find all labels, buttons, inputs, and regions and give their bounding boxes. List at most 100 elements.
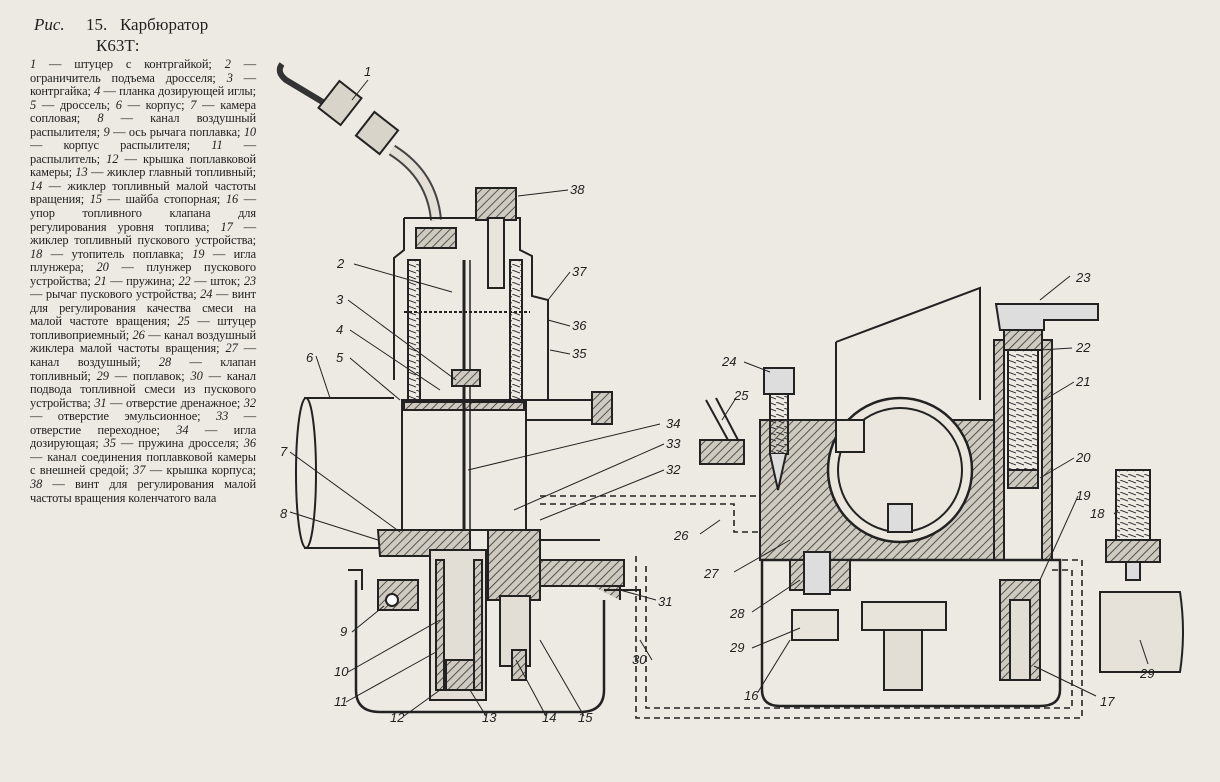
legend-item-text: жиклер главный топливный; <box>106 165 256 180</box>
legend-item-text: шайба стопорная; <box>125 192 221 207</box>
callout-14: 14 <box>542 710 556 725</box>
callout-21: 21 <box>1075 374 1090 389</box>
callout-27: 27 <box>703 566 719 581</box>
legend-item-text: канал воздушный жиклера малой частоты вр… <box>30 327 256 356</box>
caption-prefix: Рис. <box>34 15 65 34</box>
legend-item-text: игла плунжера; <box>30 246 256 275</box>
parts-legend: 1 — штуцер с контргайкой; 2 — ограничите… <box>30 57 257 505</box>
legend-item-text: рычаг пускового устройства; <box>45 287 197 302</box>
legend-item-text: штуцер с контргайкой; <box>74 57 212 71</box>
legend-item-number: 14 <box>30 178 43 193</box>
callout-10: 10 <box>334 664 349 679</box>
callout-33: 33 <box>666 436 681 451</box>
callout-16: 16 <box>744 688 759 703</box>
legend-item-text: жиклер топливный малой частоты вращения; <box>30 178 256 207</box>
legend-item-number: 27 <box>225 341 238 356</box>
legend-item-number: 11 <box>211 138 223 153</box>
callout-26: 26 <box>673 528 689 543</box>
caption-number: 15. <box>85 15 108 34</box>
callout-2: 2 <box>336 256 345 271</box>
caption-title: Карбюратор <box>119 15 209 34</box>
legend-item-number: 19 <box>192 246 205 261</box>
legend-item-number: 15 <box>89 192 102 207</box>
callout-23: 23 <box>1075 270 1091 285</box>
legend-item-number: 7 <box>190 97 197 112</box>
legend-item-text: контргайка; <box>30 84 91 99</box>
legend-item-text: пружина; <box>126 273 175 288</box>
legend-item-text: планка дозирующей иглы; <box>119 84 256 99</box>
callout-36: 36 <box>572 318 587 333</box>
callout-6: 6 <box>306 350 314 365</box>
callout-19: 19 <box>1076 488 1090 503</box>
legend-item-number: 23 <box>243 273 257 288</box>
legend-item-text: жиклер топливный пускового устройства; <box>30 233 256 248</box>
callout-17: 17 <box>1100 694 1115 709</box>
legend-item-text: ограничитель подъема дросселя; <box>30 70 216 85</box>
legend-item-number: 8 <box>97 111 104 126</box>
legend-item-number: 5 <box>30 97 37 112</box>
legend-item-number: 4 <box>94 84 101 99</box>
callout-29-float: 29 <box>1139 666 1154 681</box>
legend-item-text: распылитель; <box>30 151 100 166</box>
legend-item-text: поплавок; <box>132 368 185 383</box>
legend-item-text: дроссель; <box>59 97 110 112</box>
leader-lines <box>289 79 1149 717</box>
legend-item-number: 33 <box>216 409 229 424</box>
legend-item-text: канал воздушный распылителя; <box>30 111 256 139</box>
legend-item-number: 26 <box>132 327 145 342</box>
legend-item-number: 2 <box>224 57 231 71</box>
callout-38: 38 <box>570 182 585 197</box>
legend-item-number: 36 <box>243 436 256 451</box>
legend-item-number: 1 <box>30 57 37 71</box>
callout-24: 24 <box>721 354 736 369</box>
legend-item-number: 6 <box>115 97 122 112</box>
legend-item-text: упор топливного клапана для регулировани… <box>30 206 256 234</box>
legend-item-number: 21 <box>94 273 107 288</box>
callout-7: 7 <box>280 444 288 459</box>
callout-29: 29 <box>729 640 744 655</box>
legend-item-text: клапан топливный; <box>30 355 256 383</box>
callout-25: 25 <box>733 388 749 403</box>
figure-caption: Рис. 15. Карбюратор <box>34 14 264 35</box>
legend-item-number: 16 <box>225 192 239 207</box>
legend-item-text: игла дозирующая; <box>30 422 256 451</box>
callout-labels: 1 2 3 4 5 6 7 8 9 10 11 12 13 14 15 16 1… <box>280 64 1154 725</box>
legend-item-number: 28 <box>158 355 172 370</box>
callout-37: 37 <box>572 264 587 279</box>
legend-item-number: 9 <box>103 124 110 139</box>
legend-item-number: 17 <box>220 219 233 234</box>
fuel-channel-dashed <box>540 495 1083 719</box>
legend-item-text: плунжер пускового устройства; <box>30 260 256 288</box>
legend-item-text: утопитель поплавка; <box>71 246 184 261</box>
legend-item-number: 29 <box>96 368 109 383</box>
callout-9: 9 <box>340 624 347 639</box>
callout-4: 4 <box>336 322 343 337</box>
legend-item-text: камера сопловая; <box>30 97 257 126</box>
callout-18: 18 <box>1090 506 1105 521</box>
callout-13: 13 <box>482 710 497 725</box>
legend-item-text: канал подвода топливной смеси из пусково… <box>30 368 256 410</box>
legend-item-number: 31 <box>94 395 107 410</box>
legend-item-number: 30 <box>190 368 203 383</box>
callout-12: 12 <box>390 710 405 725</box>
legend-item-text: ось рычага поплавка; <box>128 124 241 139</box>
callout-31: 31 <box>658 594 672 609</box>
legend-item-text: крышка поплавковой камеры; <box>30 151 256 180</box>
callout-28: 28 <box>729 606 745 621</box>
legend-item-text: винт для регулирования малой частоты вра… <box>30 476 256 505</box>
legend-item-number: 37 <box>133 463 146 478</box>
legend-item-number: 10 <box>243 124 257 139</box>
legend-item-number: 24 <box>200 287 213 302</box>
legend-item-text: шток; <box>210 273 241 288</box>
legend-item-number: 18 <box>30 246 43 261</box>
callout-32: 32 <box>666 462 681 477</box>
left-section-view <box>276 62 641 714</box>
callout-5: 5 <box>336 350 344 365</box>
legend-item-text: винт для регулирования качества смеси на… <box>30 287 256 329</box>
callout-30: 30 <box>632 652 647 667</box>
callout-20: 20 <box>1075 450 1091 465</box>
legend-item-number: 12 <box>106 151 119 166</box>
legend-item-number: 3 <box>226 70 233 85</box>
